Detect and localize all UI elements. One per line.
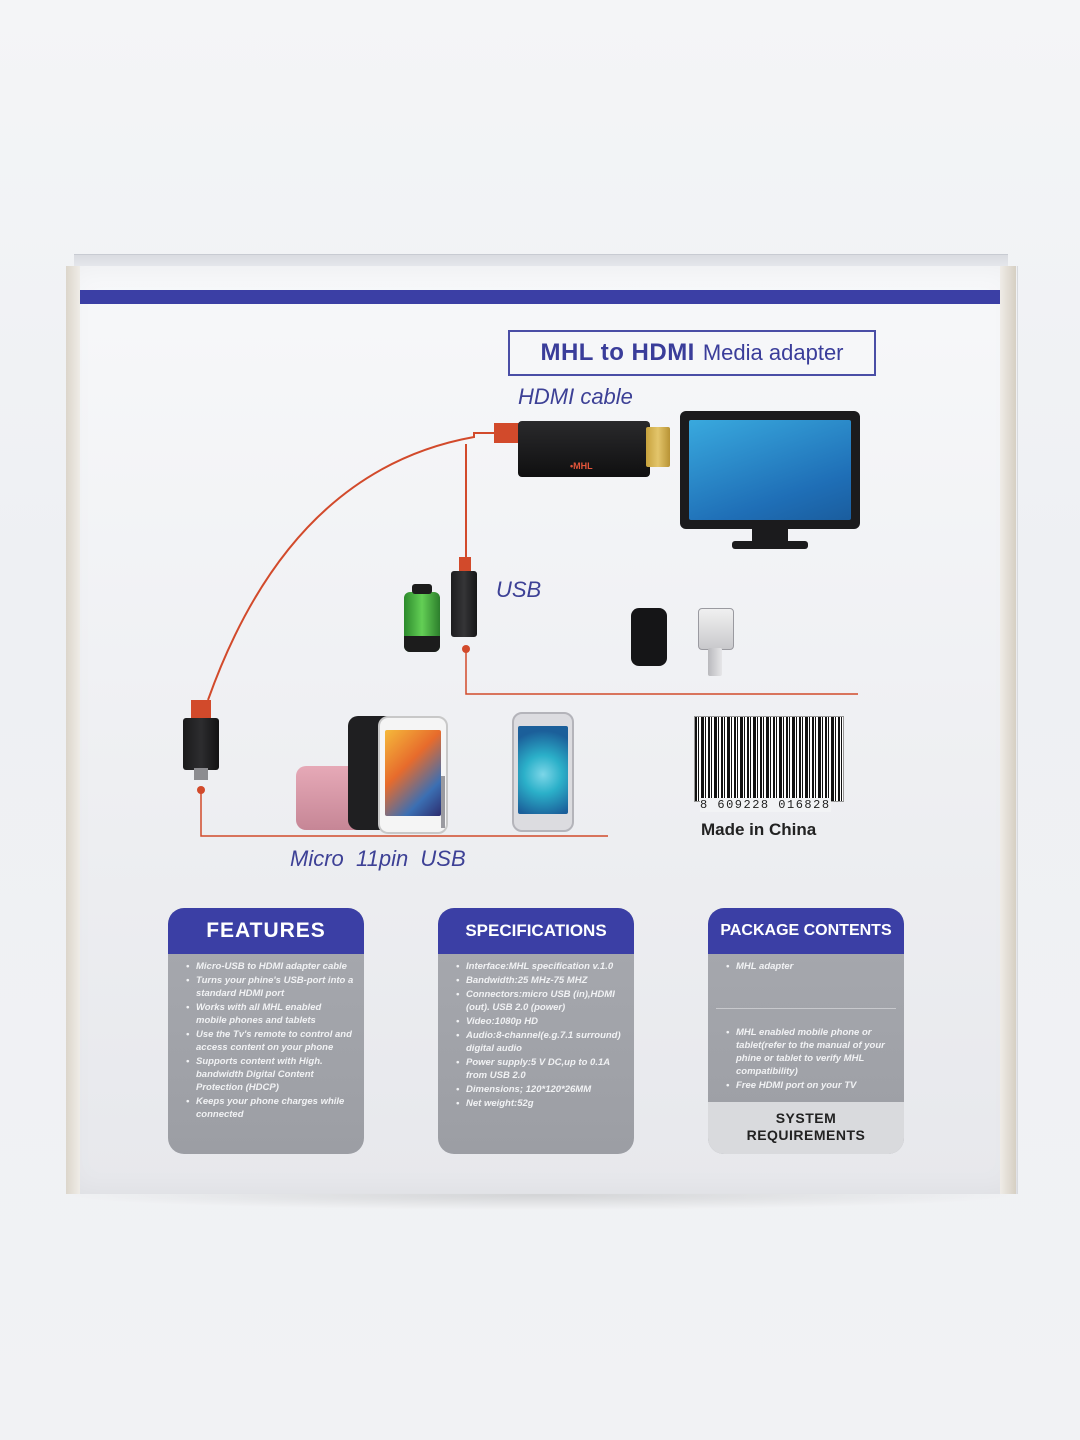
list-item: Net weight:52g — [456, 1097, 624, 1110]
hdmi-cable-label: HDMI cable — [518, 384, 633, 409]
list-item: Free HDMI port on your TV — [726, 1079, 894, 1092]
micro-usb-label: Micro 11pin USB — [290, 846, 466, 871]
list-item: Audio:8-channel(e.g.7.1 surround) digita… — [456, 1029, 624, 1055]
tv-neck — [752, 529, 788, 543]
system-requirements-word: REQUIREMENTS — [746, 1127, 866, 1143]
usb-cable-end — [459, 557, 471, 573]
adapter-logo: •MHL — [570, 461, 593, 471]
package-title: PACKAGE CONTENTS — [708, 908, 904, 954]
tv-icon — [680, 411, 860, 529]
hdmi-cable-line — [207, 432, 494, 701]
list-item: Turns your phine's USB-port into a stand… — [186, 974, 354, 1000]
blue-stripe — [80, 290, 1000, 304]
specifications-panel: SPECIFICATIONS Interface:MHL specificati… — [438, 908, 634, 1154]
phone-galaxy-icon — [512, 712, 574, 832]
list-item: Use the Tv's remote to control and acces… — [186, 1028, 354, 1054]
list-item: Interface:MHL specification v.1.0 — [456, 960, 624, 973]
usb-plug-icon — [451, 571, 477, 637]
made-in-label: Made in China — [701, 820, 817, 839]
barcode — [694, 716, 844, 802]
hdmi-plug-icon — [646, 427, 670, 467]
micro-lead-line — [200, 790, 608, 837]
features-title: FEATURES — [168, 908, 364, 954]
package-panel: PACKAGE CONTENTS MHL adapter MHL enabled… — [708, 908, 904, 1154]
panel-divider — [716, 1008, 896, 1009]
list-item: MHL adapter — [726, 960, 894, 973]
micro-usb-tip — [194, 768, 208, 780]
usb-label: USB — [496, 577, 542, 602]
usb-lead-line — [465, 650, 858, 695]
micro-usb-plug-icon — [183, 718, 219, 770]
list-item: Connectors:micro USB (in),HDMI (out). US… — [456, 988, 624, 1014]
micro-cable-end — [191, 700, 211, 720]
usb-charger-icon — [698, 608, 734, 650]
specifications-list: Interface:MHL specification v.1.0 Bandwi… — [456, 960, 624, 1111]
list-item: MHL enabled mobile phone or tablet(refer… — [726, 1026, 894, 1078]
list-item: Micro-USB to HDMI adapter cable — [186, 960, 354, 973]
list-item: Keeps your phone charges while connected — [186, 1095, 354, 1121]
package-list: MHL adapter — [726, 960, 894, 974]
micro-dot — [197, 786, 205, 794]
system-requirements-word: SYSTEM — [775, 1110, 837, 1126]
title-light: Media adapter — [702, 340, 844, 365]
stylus-icon — [441, 776, 445, 828]
battery-cap — [412, 584, 432, 594]
requirements-list: MHL enabled mobile phone or tablet(refer… — [726, 1026, 894, 1093]
product-title: MHL to HDMI Media adapter — [508, 330, 876, 376]
charger-pins — [708, 648, 722, 676]
barcode-number: 8 609228 016828 — [700, 798, 831, 812]
power-bank-icon — [631, 608, 667, 666]
box-left-edge — [66, 266, 80, 1194]
specifications-title: SPECIFICATIONS — [438, 908, 634, 954]
list-item: Supports content with High. bandwidth Di… — [186, 1055, 354, 1094]
tv-screen — [689, 420, 851, 520]
usb-dot — [462, 645, 470, 653]
adapter-cable-end — [494, 423, 520, 443]
hdmi-adapter-icon — [518, 421, 650, 477]
features-list: Micro-USB to HDMI adapter cable Turns yo… — [186, 960, 354, 1122]
tv-base — [732, 541, 808, 549]
battery-band — [404, 636, 440, 652]
list-item: Bandwidth:25 MHz-75 MHZ — [456, 974, 624, 987]
list-item: Works with all MHL enabled mobile phones… — [186, 1001, 354, 1027]
title-strong: MHL to HDMI — [540, 339, 695, 366]
box-right-edge — [1000, 266, 1016, 1194]
list-item: Power supply:5 V DC,up to 0.1A from USB … — [456, 1056, 624, 1082]
list-item: Video:1080p HD — [456, 1015, 624, 1028]
phone-note-icon — [378, 716, 448, 834]
list-item: Dimensions; 120*120*26MM — [456, 1083, 624, 1096]
features-panel: FEATURES Micro-USB to HDMI adapter cable… — [168, 908, 364, 1154]
